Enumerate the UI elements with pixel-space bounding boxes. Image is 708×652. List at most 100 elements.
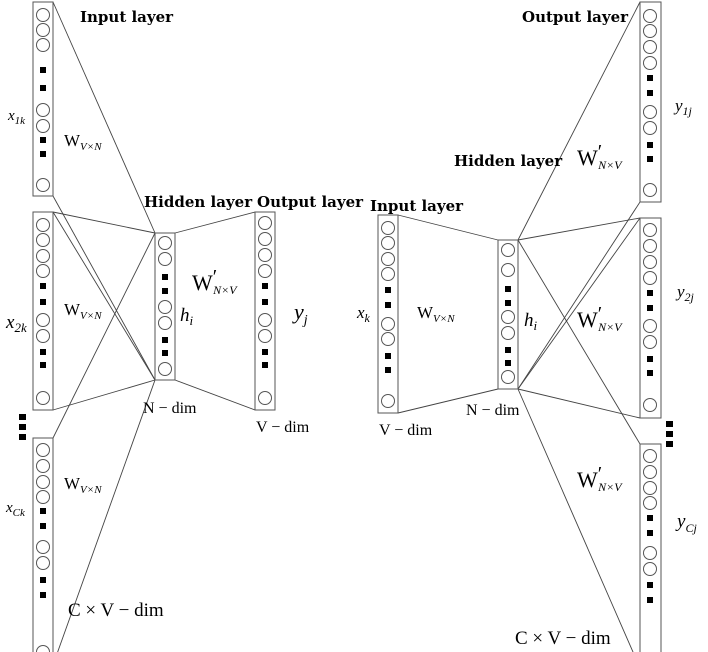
ellipsis-dot xyxy=(647,75,653,81)
neuron-node xyxy=(36,103,50,117)
connection-line xyxy=(517,388,641,419)
right-v-dim-label: V − dim xyxy=(379,422,433,439)
left-yj-label: yj xyxy=(292,299,308,328)
ellipsis-dot xyxy=(40,349,46,355)
neuron-node xyxy=(36,233,50,247)
connection-line xyxy=(57,379,156,652)
left-hi-label: hi xyxy=(180,305,194,328)
neuron-node xyxy=(36,475,50,489)
left-context-ellipsis xyxy=(19,414,26,440)
ellipsis-dot xyxy=(19,434,26,440)
neuron-node xyxy=(643,562,657,576)
neuron-node xyxy=(643,319,657,333)
ellipsis-dot xyxy=(647,530,653,536)
ellipsis-dot xyxy=(385,367,391,373)
connection-line xyxy=(517,217,641,390)
ellipsis-dot xyxy=(162,337,168,343)
ellipsis-dot xyxy=(162,274,168,280)
neuron-node xyxy=(643,449,657,463)
neuron-node xyxy=(158,362,172,376)
connection-line xyxy=(52,195,156,381)
ellipsis-dot xyxy=(666,431,673,437)
neuron-node xyxy=(36,313,50,327)
neuron-node xyxy=(643,335,657,349)
ellipsis-dot xyxy=(262,283,268,289)
neuron-node xyxy=(643,239,657,253)
neuron-node xyxy=(258,329,272,343)
left-input-layer-title: Input layer xyxy=(80,8,174,26)
ellipsis-dot xyxy=(40,362,46,368)
neuron-node xyxy=(36,540,50,554)
right-input-column xyxy=(377,214,399,414)
right-connections xyxy=(397,1,641,652)
ellipsis-dot xyxy=(40,283,46,289)
ellipsis-dot xyxy=(262,299,268,305)
connection-line xyxy=(397,388,499,414)
neuron-node xyxy=(381,332,395,346)
ellipsis-dot xyxy=(505,300,511,306)
neuron-node xyxy=(501,310,515,324)
neuron-node xyxy=(643,481,657,495)
ellipsis-dot xyxy=(647,597,653,603)
neuron-node xyxy=(158,236,172,250)
connection-line xyxy=(517,388,634,652)
left-output-layer-title: Output layer xyxy=(257,193,364,211)
ellipsis-dot xyxy=(385,287,391,293)
connection-line xyxy=(52,232,156,439)
left-input-column-1 xyxy=(32,1,54,197)
neuron-node xyxy=(643,255,657,269)
right-cv-dim-label: C × V − dim xyxy=(515,628,611,649)
connection-line xyxy=(517,201,641,390)
left-connections xyxy=(52,1,256,652)
ellipsis-dot xyxy=(647,515,653,521)
ellipsis-dot xyxy=(647,305,653,311)
left-hidden-column xyxy=(154,232,176,381)
ellipsis-dot xyxy=(505,286,511,292)
neuron-node xyxy=(643,496,657,510)
neuron-node xyxy=(381,221,395,235)
right-input-layer-title: Input layer xyxy=(370,197,464,215)
right-hidden-layer-title: Hidden layer xyxy=(454,152,563,170)
connection-line xyxy=(397,214,499,241)
ellipsis-dot xyxy=(647,582,653,588)
right-hidden-column xyxy=(497,239,519,390)
ellipsis-dot xyxy=(385,353,391,359)
ellipsis-dot xyxy=(647,370,653,376)
connection-line xyxy=(52,211,156,234)
neuron-node xyxy=(643,271,657,285)
left-input-column-2 xyxy=(32,211,54,411)
connection-line xyxy=(517,239,641,445)
connection-line xyxy=(52,1,156,234)
ellipsis-dot xyxy=(647,142,653,148)
right-w-prime-1-label: W′N×V xyxy=(577,141,623,172)
neuron-node xyxy=(36,443,50,457)
neuron-node xyxy=(36,645,50,652)
neuron-node xyxy=(643,9,657,23)
connection-line xyxy=(174,211,256,234)
ellipsis-dot xyxy=(505,347,511,353)
neuron-node xyxy=(36,249,50,263)
neuron-node xyxy=(36,23,50,37)
neuron-node xyxy=(501,370,515,384)
neuron-node xyxy=(643,546,657,560)
neuron-node xyxy=(643,183,657,197)
right-output-column-2 xyxy=(639,217,662,419)
left-w1-label: WV×N xyxy=(64,131,102,153)
neuron-node xyxy=(36,556,50,570)
connection-line xyxy=(517,1,641,241)
ellipsis-dot xyxy=(40,67,46,73)
neuron-node xyxy=(36,178,50,192)
neuron-node xyxy=(643,398,657,412)
neuron-node xyxy=(258,264,272,278)
ellipsis-dot xyxy=(385,302,391,308)
left-x2k-label: x2k xyxy=(5,312,27,335)
neuron-node xyxy=(643,223,657,237)
right-xk-label: xk xyxy=(356,303,371,325)
right-output-column-1 xyxy=(639,1,662,203)
neuron-node xyxy=(258,216,272,230)
ellipsis-dot xyxy=(666,441,673,447)
right-w-prime-c-label: W′N×V xyxy=(577,463,623,494)
neuron-node xyxy=(36,490,50,504)
ellipsis-dot xyxy=(40,85,46,91)
neuron-node xyxy=(381,236,395,250)
